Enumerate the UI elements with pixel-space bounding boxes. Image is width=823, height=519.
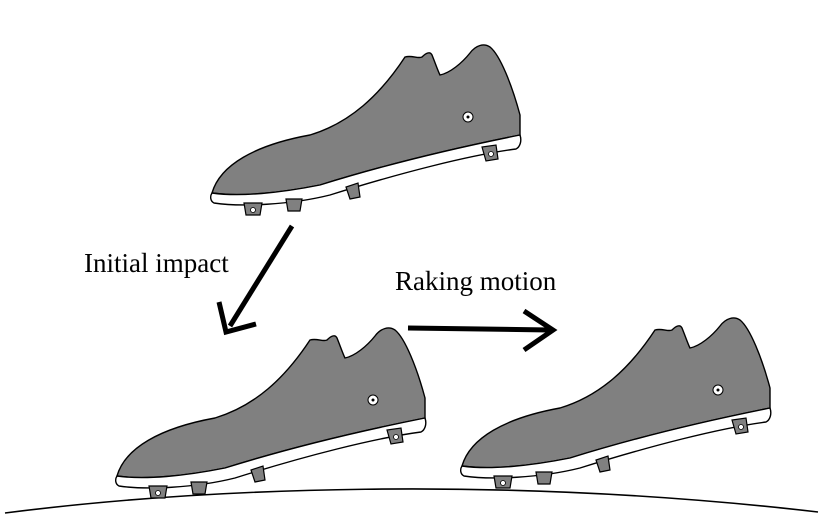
initial-impact-label: Initial impact xyxy=(84,248,229,278)
raking-arrow xyxy=(407,308,558,353)
impact-arrow xyxy=(216,224,295,336)
raking-motion-label: Raking motion xyxy=(395,266,557,296)
boot-bottom-right xyxy=(459,317,772,489)
boot-top xyxy=(209,44,522,216)
boot-bottom-left xyxy=(114,327,427,499)
ground-line xyxy=(4,488,819,514)
